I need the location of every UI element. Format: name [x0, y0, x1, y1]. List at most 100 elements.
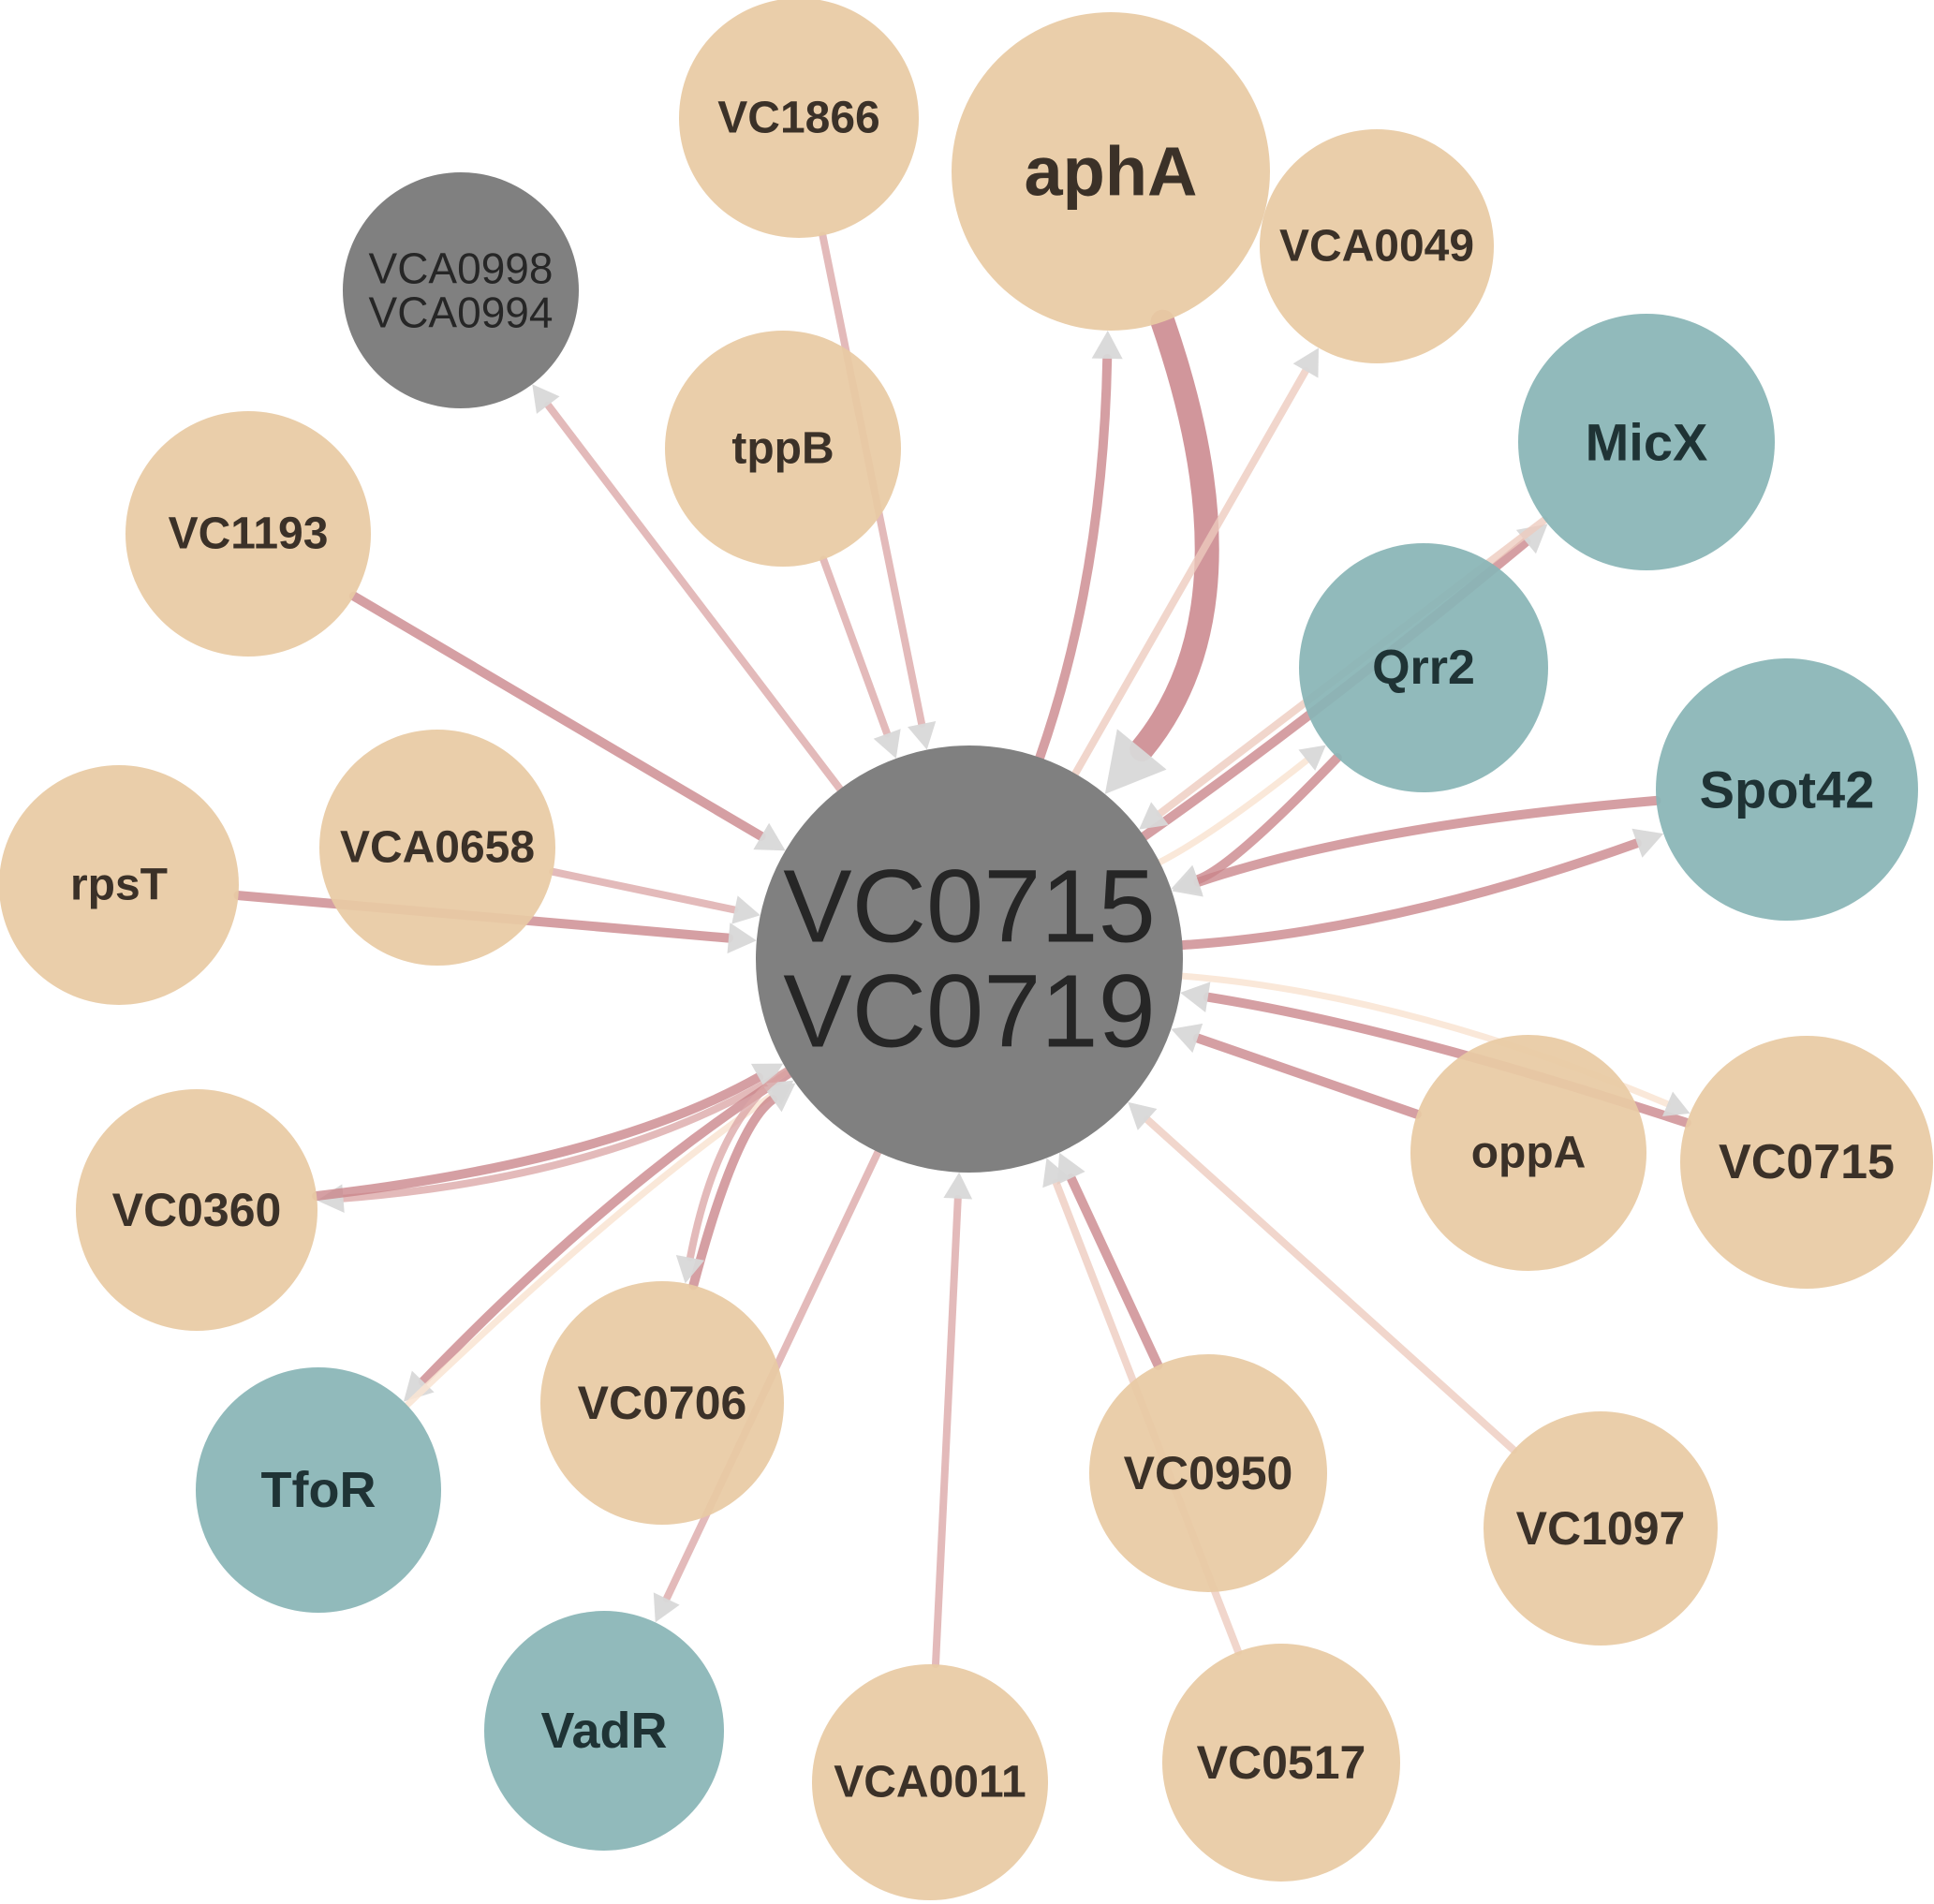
edge-qrr2-to-hub [1171, 752, 1342, 894]
arrowhead [727, 922, 757, 954]
node-tppb[interactable]: tppB [665, 331, 901, 567]
node-circle[interactable] [1299, 543, 1548, 792]
node-rpst[interactable]: rpsT [0, 765, 239, 1005]
node-vc0706[interactable]: VC0706 [540, 1281, 784, 1525]
node-vc0360[interactable]: VC0360 [76, 1089, 317, 1331]
arrowhead [1292, 347, 1319, 378]
node-circle[interactable] [196, 1367, 441, 1613]
node-micx[interactable]: MicX [1518, 314, 1775, 570]
node-circle[interactable] [812, 1664, 1048, 1900]
node-label: Spot42 [1700, 760, 1875, 819]
arrowhead [1128, 1101, 1158, 1130]
node-circle[interactable] [1656, 658, 1918, 921]
node-circle[interactable] [540, 1281, 784, 1525]
edge-apha-to-hub [1104, 309, 1219, 794]
edge-hub-to-vc0360 [317, 1067, 791, 1214]
edge-spot42-to-hub [1172, 795, 1661, 897]
edge-hub-to-vca0049 [1071, 347, 1319, 778]
arrowhead [1042, 1158, 1070, 1188]
arrowhead [532, 384, 560, 414]
edge-hub-to-apha [1035, 330, 1123, 762]
node-circle[interactable] [343, 172, 579, 408]
node-circle[interactable] [756, 745, 1183, 1173]
node-circle[interactable] [679, 0, 919, 238]
node-label: VC0360 [112, 1184, 282, 1236]
edge-line [1193, 795, 1661, 887]
node-vca0049[interactable]: VCA0049 [1260, 129, 1494, 363]
edge-vc1097-to-hub [1128, 1101, 1518, 1454]
node-circle[interactable] [1518, 314, 1775, 570]
edge-hub-to-vadr [653, 1148, 882, 1623]
node-vc0517[interactable]: VC0517 [1162, 1644, 1400, 1882]
node-label: TfoR [261, 1462, 376, 1518]
node-vc1193[interactable]: VC1193 [125, 411, 371, 657]
node-label: VCA0049 [1279, 222, 1474, 272]
arrowhead [731, 895, 760, 924]
node-apha[interactable]: aphA [952, 12, 1270, 331]
node-label: Qrr2 [1372, 641, 1475, 695]
edge-line [418, 1069, 794, 1387]
edge-line [932, 1194, 962, 1669]
node-circle[interactable] [319, 730, 555, 966]
node-vc0715[interactable]: VC0715 [1680, 1036, 1933, 1289]
node-circle[interactable] [125, 411, 371, 657]
node-label-line: VCA0994 [369, 288, 554, 336]
node-circle[interactable] [1162, 1644, 1400, 1882]
node-circle[interactable] [76, 1089, 317, 1331]
arrowhead [1180, 982, 1211, 1012]
edge-line [1066, 1173, 1163, 1370]
edge-hub-to-tfor [403, 1069, 794, 1402]
edge-vca0011-to-hub [932, 1172, 973, 1669]
edge-hub-to-spot42 [1177, 828, 1664, 951]
edge-line [1071, 366, 1310, 778]
node-circle[interactable] [484, 1611, 724, 1851]
node-label: oppA [1471, 1129, 1587, 1178]
node-tfor[interactable]: TfoR [196, 1367, 441, 1613]
arrowhead [675, 1254, 705, 1284]
node-vadr[interactable]: VadR [484, 1611, 724, 1851]
arrowhead [1171, 1023, 1203, 1054]
arrowhead [1631, 828, 1664, 858]
node-vc1097[interactable]: VC1097 [1484, 1411, 1718, 1646]
node-spot42[interactable]: Spot42 [1656, 658, 1918, 921]
node-circle[interactable] [1484, 1411, 1718, 1646]
node-vca0011[interactable]: VCA0011 [812, 1664, 1048, 1900]
node-label: VC0517 [1197, 1736, 1366, 1789]
edge-vc0950-to-hub [1056, 1152, 1163, 1370]
arrowhead [753, 822, 786, 851]
edge-oppa-to-hub [1171, 1023, 1422, 1119]
edge-line [686, 1067, 791, 1262]
edge-line [312, 1072, 764, 1201]
node-qrr2[interactable]: Qrr2 [1299, 543, 1548, 792]
node-circle[interactable] [665, 331, 901, 567]
edge-vc0706-to-hub [688, 1083, 796, 1291]
arrowhead [1139, 802, 1169, 830]
arrowhead [403, 1370, 435, 1402]
edge-line [348, 591, 766, 841]
edge-line [1144, 1115, 1518, 1454]
arrowhead [1172, 867, 1203, 897]
node-oppa[interactable]: oppA [1410, 1035, 1646, 1271]
edge-line [404, 1090, 777, 1409]
node-label: VC1866 [717, 94, 879, 143]
node-circle[interactable] [0, 765, 239, 1005]
edge-vc0360-to-hub [312, 1063, 784, 1201]
arrowhead [908, 721, 937, 750]
edge-line [688, 1094, 778, 1291]
node-circle[interactable] [952, 12, 1270, 331]
node-label: VC1097 [1516, 1502, 1686, 1555]
edge-line [1035, 353, 1113, 762]
node-label-line: VC0719 [783, 954, 1156, 1070]
node-label: aphA [1025, 133, 1198, 211]
node-vc1866[interactable]: VC1866 [679, 0, 919, 238]
node-vca0658[interactable]: VCA0658 [319, 730, 555, 966]
node-circle[interactable] [1089, 1354, 1327, 1592]
node-circle[interactable] [1260, 129, 1494, 363]
node-vc0950[interactable]: VC0950 [1089, 1354, 1327, 1592]
node-circle[interactable] [1410, 1035, 1646, 1271]
node-circle[interactable] [1680, 1036, 1933, 1289]
node-label-line: VCA0998 [369, 244, 554, 293]
